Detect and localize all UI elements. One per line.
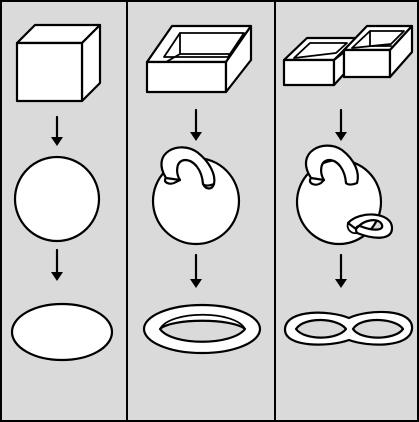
- sphere-with-two-handles: [295, 144, 394, 246]
- single-ring: [142, 303, 262, 355]
- arrow-col1-2: [51, 248, 63, 281]
- double-ring: [283, 310, 414, 346]
- arrow-col1-1: [51, 115, 63, 146]
- arrow-col3-2: [335, 253, 347, 288]
- double-open-box: [282, 24, 414, 87]
- arrow-col3-1: [335, 108, 347, 141]
- arrow-col2-2: [190, 253, 202, 288]
- disk: [10, 302, 114, 362]
- sphere-with-one-handle: [151, 146, 241, 246]
- arrow-col2-1: [190, 108, 202, 141]
- sphere: [13, 155, 101, 243]
- open-box: [145, 24, 253, 94]
- cube: [15, 23, 102, 103]
